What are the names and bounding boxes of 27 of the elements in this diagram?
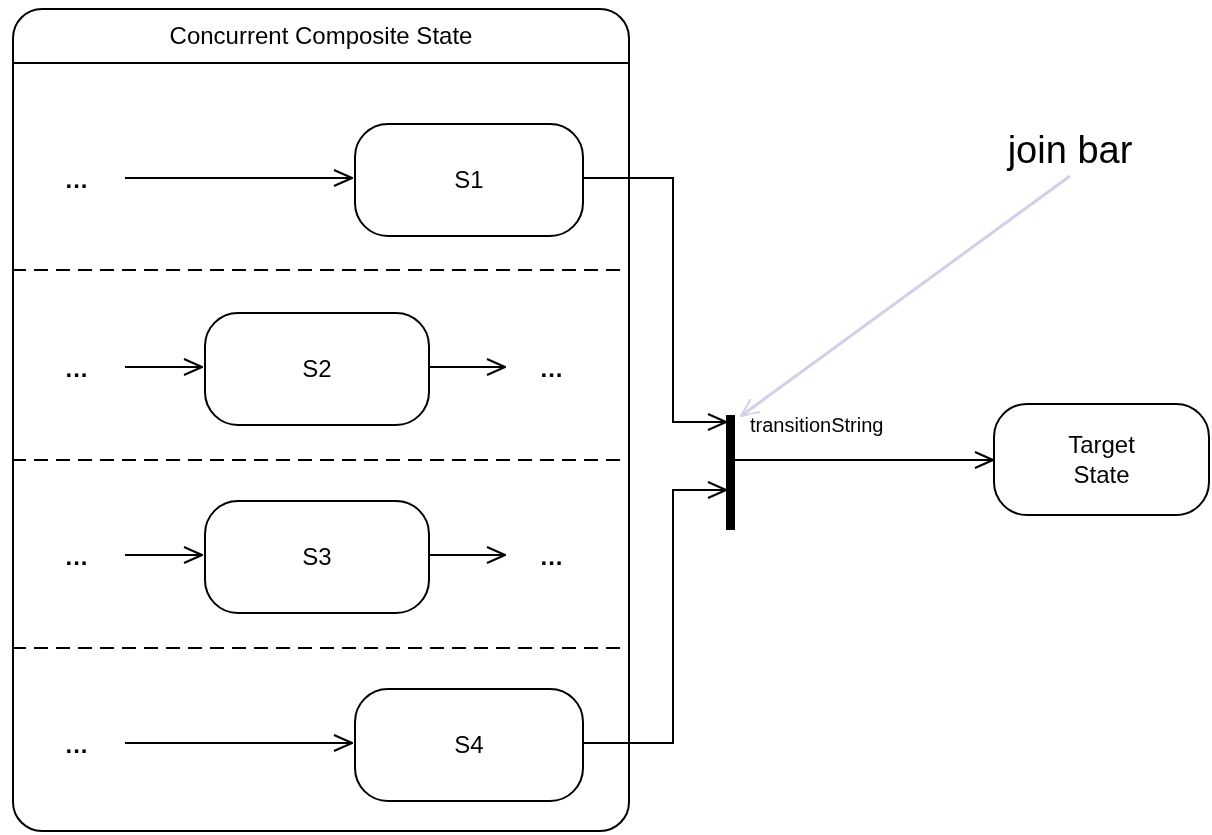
state-box: [204, 500, 430, 614]
state-name: S2: [301, 354, 333, 384]
state-name: S3: [301, 542, 333, 572]
ellipsis-text: ...: [65, 731, 89, 759]
edge-label: transitionString: [750, 414, 884, 436]
state-box: [993, 403, 1210, 516]
ellipsis-text: ...: [65, 543, 89, 571]
ellipsis-text: ...: [65, 355, 89, 383]
join-bar: [726, 415, 735, 530]
state-name: Concurrent Composite State: [168, 22, 474, 50]
ellipsis-text: ...: [540, 355, 564, 383]
transition-arrow: [734, 451, 994, 469]
annotation-text: join bar: [1007, 128, 1133, 172]
composite-state: [12, 8, 630, 832]
state-box: [204, 312, 430, 426]
leader-line: [740, 174, 1071, 418]
transition-arrow: [124, 169, 353, 187]
ellipsis-text: ...: [540, 543, 564, 571]
state-box: [354, 688, 584, 802]
state-name: Target State: [1067, 429, 1136, 490]
state-name: S4: [453, 730, 485, 760]
transition-arrow: [124, 734, 353, 752]
transition-arrow: [124, 358, 203, 376]
ellipsis-text: ...: [65, 166, 89, 194]
state-name: S1: [453, 165, 485, 195]
state-box: [354, 123, 584, 237]
transition-arrow: [124, 546, 203, 564]
